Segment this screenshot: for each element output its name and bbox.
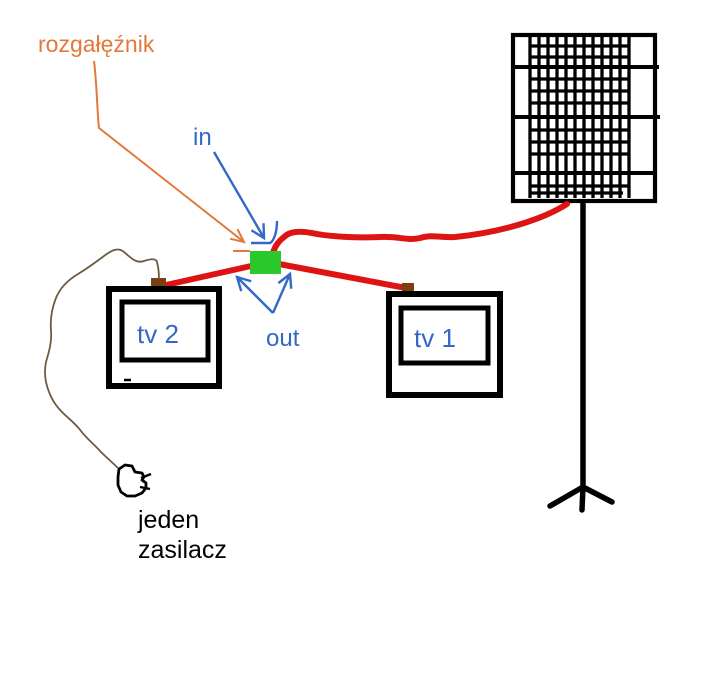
in-arrow (212, 151, 266, 241)
power-cord-wire (44, 248, 160, 469)
in-port-bracket (251, 220, 279, 245)
splitter-box (250, 251, 281, 274)
tv2-screen (119, 299, 211, 363)
tv2-set (106, 286, 222, 389)
power-supply-label-line2: zasilacz (138, 536, 227, 564)
splitter-label: rozgałęźnik (38, 31, 155, 57)
power-supply-label-line1: jeden (137, 506, 199, 534)
in-out-annotations (212, 151, 293, 314)
tv1-label: tv 1 (414, 323, 456, 353)
out-arrow-left (235, 275, 274, 314)
power-plug (116, 463, 152, 498)
out-label: out (266, 325, 300, 352)
antenna-crossbars (513, 65, 660, 175)
tv1-body (386, 291, 503, 398)
antenna (510, 32, 660, 513)
splitter-pointer-line (93, 60, 246, 244)
antenna-grid-verticals (528, 37, 631, 198)
splitter-pointer (93, 60, 250, 252)
power-plug-body (116, 463, 148, 498)
coax-cables (163, 201, 570, 291)
cable-splitter-to-tv1 (276, 261, 409, 291)
antenna-tripod (547, 484, 615, 513)
out-arrow-right (271, 271, 293, 314)
cable-splitter-to-tv2 (163, 263, 254, 288)
in-label: in (193, 124, 212, 151)
tv2-label: tv 2 (137, 319, 179, 349)
power-plug-prongs (139, 472, 152, 491)
antenna-grid-horizontals (529, 44, 630, 195)
tv1-screen (398, 305, 491, 366)
cable-antenna-to-splitter (270, 201, 570, 256)
tv2-body (106, 286, 222, 389)
tv1-set (386, 291, 503, 398)
